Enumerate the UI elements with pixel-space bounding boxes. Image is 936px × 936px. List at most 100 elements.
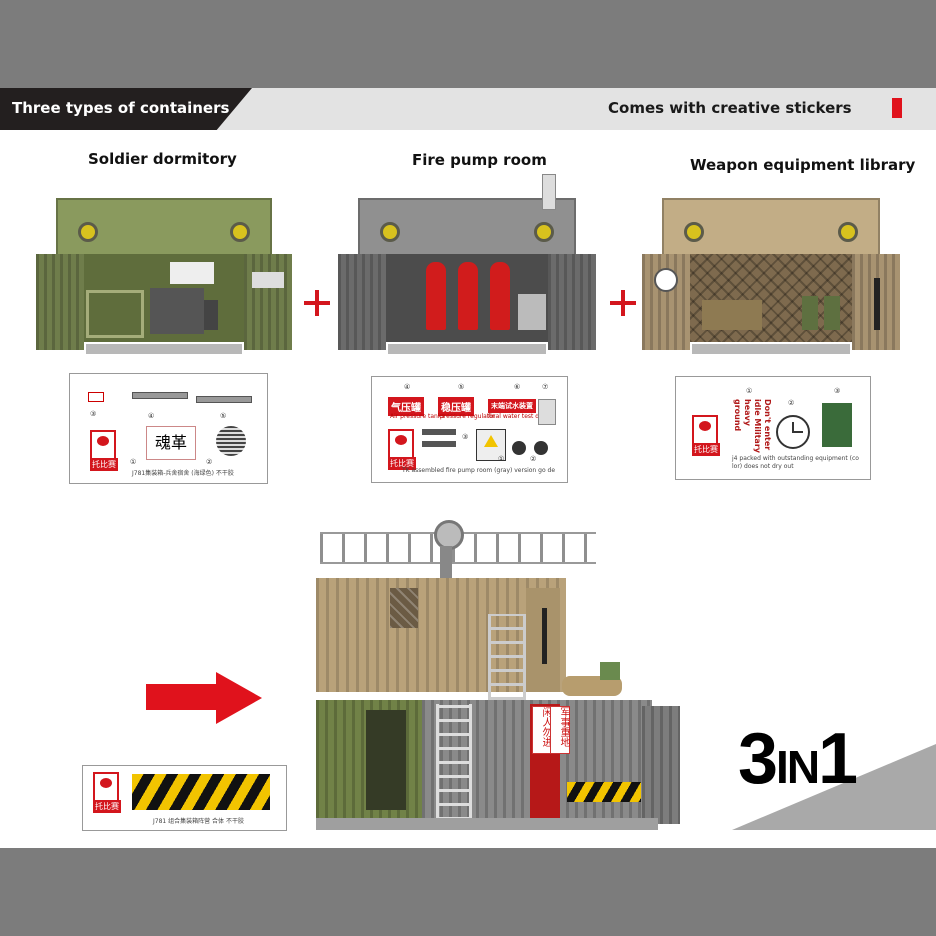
sticker-number: ② [530,455,537,463]
container-weapon-library [642,198,900,358]
sheet-note: J781 组合集装箱阵营 合体 不干胶 [153,818,244,825]
sticker-number: ③ [90,410,97,418]
badge-number-3: 3 [738,719,778,799]
sticker-number: ④ [148,412,155,420]
container-interior [386,254,548,342]
header-right-title: Comes with creative stickers [608,99,852,117]
sticker-number: ⑥ [514,383,521,391]
brand-name: 托比赛 [388,457,416,470]
title-weapon-library: Weapon equipment library [690,156,916,174]
container-door-right [244,254,292,350]
sticker-number: ⑦ [542,383,549,391]
searchlight-post [440,546,452,580]
sticker-number: ① [130,458,137,466]
container-door-left [338,254,386,350]
brand-name: 托比赛 [90,458,118,471]
tag-pressure-sub: pressure regulator [440,413,496,420]
sticker-number: ② [788,399,795,407]
warning-vertical-text: Don't enter idle Military heavy ground [733,399,772,453]
brand-logo [692,415,718,445]
ammo-crates [702,300,762,330]
container-door-right [548,254,596,350]
sign-no-entry: 闲人勿进 [532,706,552,754]
panel-sticker [538,399,556,425]
container-door-left [36,254,84,350]
hazard-stripe [567,782,641,802]
brand-logo [90,430,116,460]
gear-vest [824,296,840,330]
ladder [436,704,472,820]
chair [204,300,218,330]
air-conditioner [252,272,284,288]
container-interior [84,254,244,342]
sandbags [562,676,622,696]
sheet-note: lor) does not dry out [732,463,794,470]
container-body [642,254,900,354]
warning-panel-sticker [476,429,506,461]
bolt-icon [534,222,554,242]
tag-air-pressure-sub: Air pressure tanks [390,413,445,420]
sticker-number: ④ [404,383,411,391]
vent-pipe [542,174,556,210]
container-soldier-dormitory [36,198,292,358]
tag-pressure-regulator: 稳压罐 [438,397,474,416]
bunk-bed [86,290,144,338]
container-body [36,254,292,354]
tan-door-open [526,588,560,692]
strip-sticker [422,441,456,447]
sticker-number: ② [206,458,213,466]
pressure-tank [490,262,510,330]
badge-number-1: 1 [818,719,858,799]
tag-air-pressure: 气压罐 [388,397,424,416]
barrel [600,662,620,680]
bolt-icon [380,222,400,242]
brand-name: 托比赛 [93,800,121,813]
gear-vest [802,296,818,330]
container-base [692,344,850,354]
rifle-icon [542,608,547,664]
right-arrow-icon [146,672,262,724]
pressure-tank [458,262,478,330]
wall-clock-icon [654,268,678,292]
locker [150,288,204,334]
sheet-note: j4 packed with outstanding equipment (co [732,455,859,462]
sticker-number: ⑤ [458,383,465,391]
sticker-sheet-weapon: ① ② ③ 托比赛 Don't enter idle Military heav… [675,376,871,480]
warning-icon [484,435,498,447]
pressure-tank [426,262,446,330]
sticker-sheet-fire: ④ ⑤ ⑥ ⑦ 气压罐 稳压罐 末端试水装置 Air pressure tank… [371,376,568,483]
calligraphy-sticker: 魂革 [146,426,196,460]
header-tab: Three types of containers [0,88,252,130]
target-icon [822,403,852,447]
header-left-title: Three types of containers [12,99,230,117]
pump-unit [518,294,546,330]
ladder [488,614,526,700]
gray-door-open [642,706,680,824]
container-interior [690,254,852,342]
title-soldier-dormitory: Soldier dormitory [88,150,237,168]
strip-sticker [196,396,252,403]
flag-sticker [88,392,104,402]
container-roof [662,198,880,258]
green-doorway [366,710,406,810]
wall-poster [170,262,214,284]
container-base [86,344,242,354]
plus-icon [610,290,636,316]
plus-icon [304,290,330,316]
base-plate [316,818,658,830]
section-header: Three types of containers Comes with cre… [0,88,936,130]
sticker-number: ① [746,387,753,395]
brand-logo [93,772,119,802]
strip-sticker [132,392,188,399]
sticker-sheet-dormitory: ③ ④ ⑤ 托比赛 魂革 ① ② J781集装箱-兵舍宿舍 (海绿色) 不干胶 [69,373,268,484]
sheet-note: J781集装箱-兵舍宿舍 (海绿色) 不干胶 [132,470,234,477]
green-container-lower [316,700,422,824]
bolt-icon [230,222,250,242]
bolt-icon [684,222,704,242]
clock-icon [776,415,810,449]
sticker-number: ③ [834,387,841,395]
sticker-number: ③ [462,433,469,441]
sign-military-area: 军事重地 [550,706,570,754]
gauge-sticker [534,441,548,455]
red-mark [892,98,902,118]
